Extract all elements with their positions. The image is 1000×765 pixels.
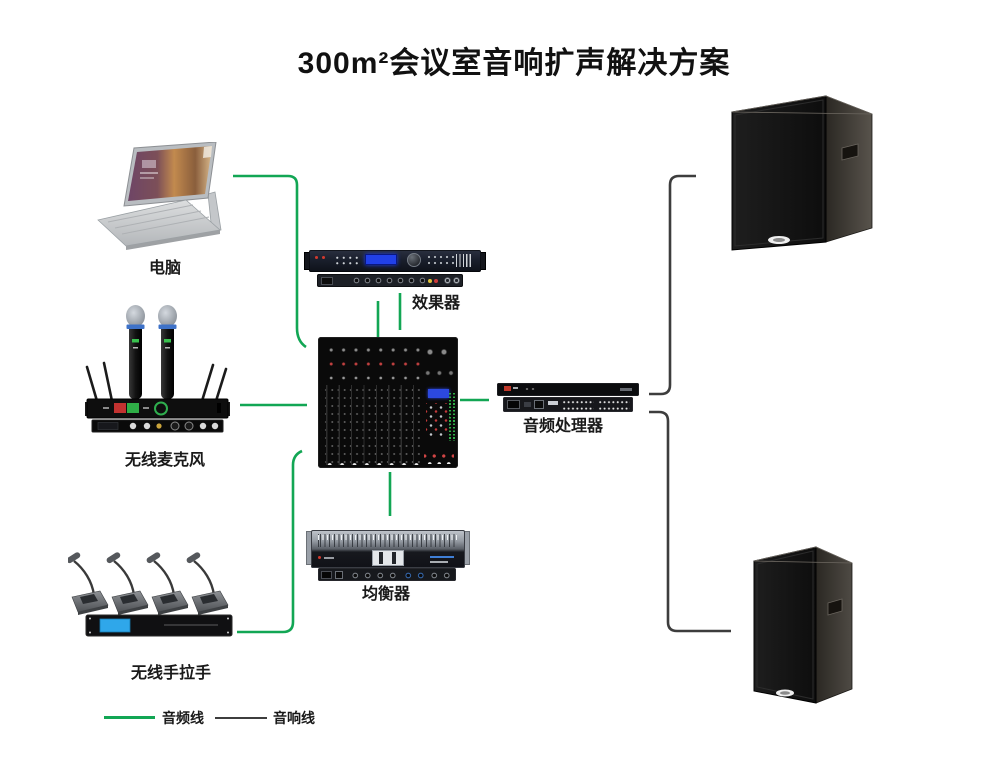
processor-front-detail [524,388,536,390]
processor-logo [504,386,511,391]
equalizer-sliders [318,534,458,547]
mixer-buttons [426,403,450,437]
processor-label: 音频处理器 [522,418,603,435]
mixer-lcd-display [428,389,449,398]
processor-unit-front [497,383,639,396]
laptop-image [97,142,222,250]
effects-lcd-display [365,254,397,265]
effects-power-inlet [321,277,333,285]
wireless-mic-image [85,305,230,433]
mixer-master-faders [424,440,454,464]
equalizer-center-panel [372,550,404,566]
effects-buttons [334,255,360,267]
equalizer-front-detail [324,557,334,559]
mixer-faders [321,385,420,465]
laptop-label: 电脑 [148,260,181,277]
legend-audio-line [104,716,155,719]
equalizer-xlr-jacks-blue [401,569,426,581]
speaker-bottom-image [753,546,853,704]
equalizer-xlr-jacks [427,569,453,581]
conference-mic-image [68,552,233,637]
effects-output-jack [453,277,460,284]
equalizer-front-detail [430,556,454,558]
processor-ethernet-port [534,400,544,409]
page-title: 300m²会议室音响扩声解决方案 [297,47,731,80]
effects-rack-ear [480,252,486,270]
conference-mic-label: 无线手拉手 [130,665,211,682]
effects-led-meter [456,254,473,267]
processor-terminal-block [562,399,594,411]
wire-laptop-to-mixer [233,174,307,349]
equalizer-rack-ear [306,531,313,565]
mixer-channel-knobs [321,340,420,383]
equalizer-center-slider [379,552,383,564]
equalizer-center-slider [392,552,396,564]
equalizer-front-detail [430,561,448,563]
equalizer-power-inlet [321,571,332,579]
effects-led [315,256,318,259]
speaker-top-image [731,95,873,251]
legend-speaker-line [215,716,267,719]
equalizer-led [318,556,321,559]
processor-rear-detail [548,401,558,405]
equalizer-rack-ear [463,531,470,565]
effects-rack-ear [304,252,310,270]
processor-terminal-block [598,399,630,411]
effects-label: 效果器 [412,295,461,312]
effects-led [322,256,325,259]
effects-knob [407,253,421,267]
processor-front-detail [620,388,632,391]
wire-conference-to-mixer [237,449,303,634]
processor-front-detail [513,387,518,389]
rca-jack-red [434,279,438,283]
effects-output-jack [444,277,451,284]
mixer-led-meter [452,393,455,441]
mixer-master-knobs [420,340,455,383]
legend-speaker-label: 音响线 [273,712,315,727]
wire-processor-to-top-speaker [649,174,696,396]
equalizer-xlr-jacks [348,569,398,581]
equalizer-label: 均衡器 [361,586,410,603]
mixer-image [318,337,458,468]
processor-usb-port [524,402,531,407]
legend-audio-label: 音频线 [162,712,204,727]
mixer-led-meter [448,393,451,441]
effects-xlr-jacks [349,275,425,286]
equalizer-ethernet-port [335,571,343,579]
rca-jack-yellow [428,279,432,283]
wireless-mic-label: 无线麦克风 [124,452,205,469]
effects-buttons [426,254,454,268]
processor-power-inlet [507,400,520,409]
wire-processor-to-bottom-speaker [649,410,731,633]
